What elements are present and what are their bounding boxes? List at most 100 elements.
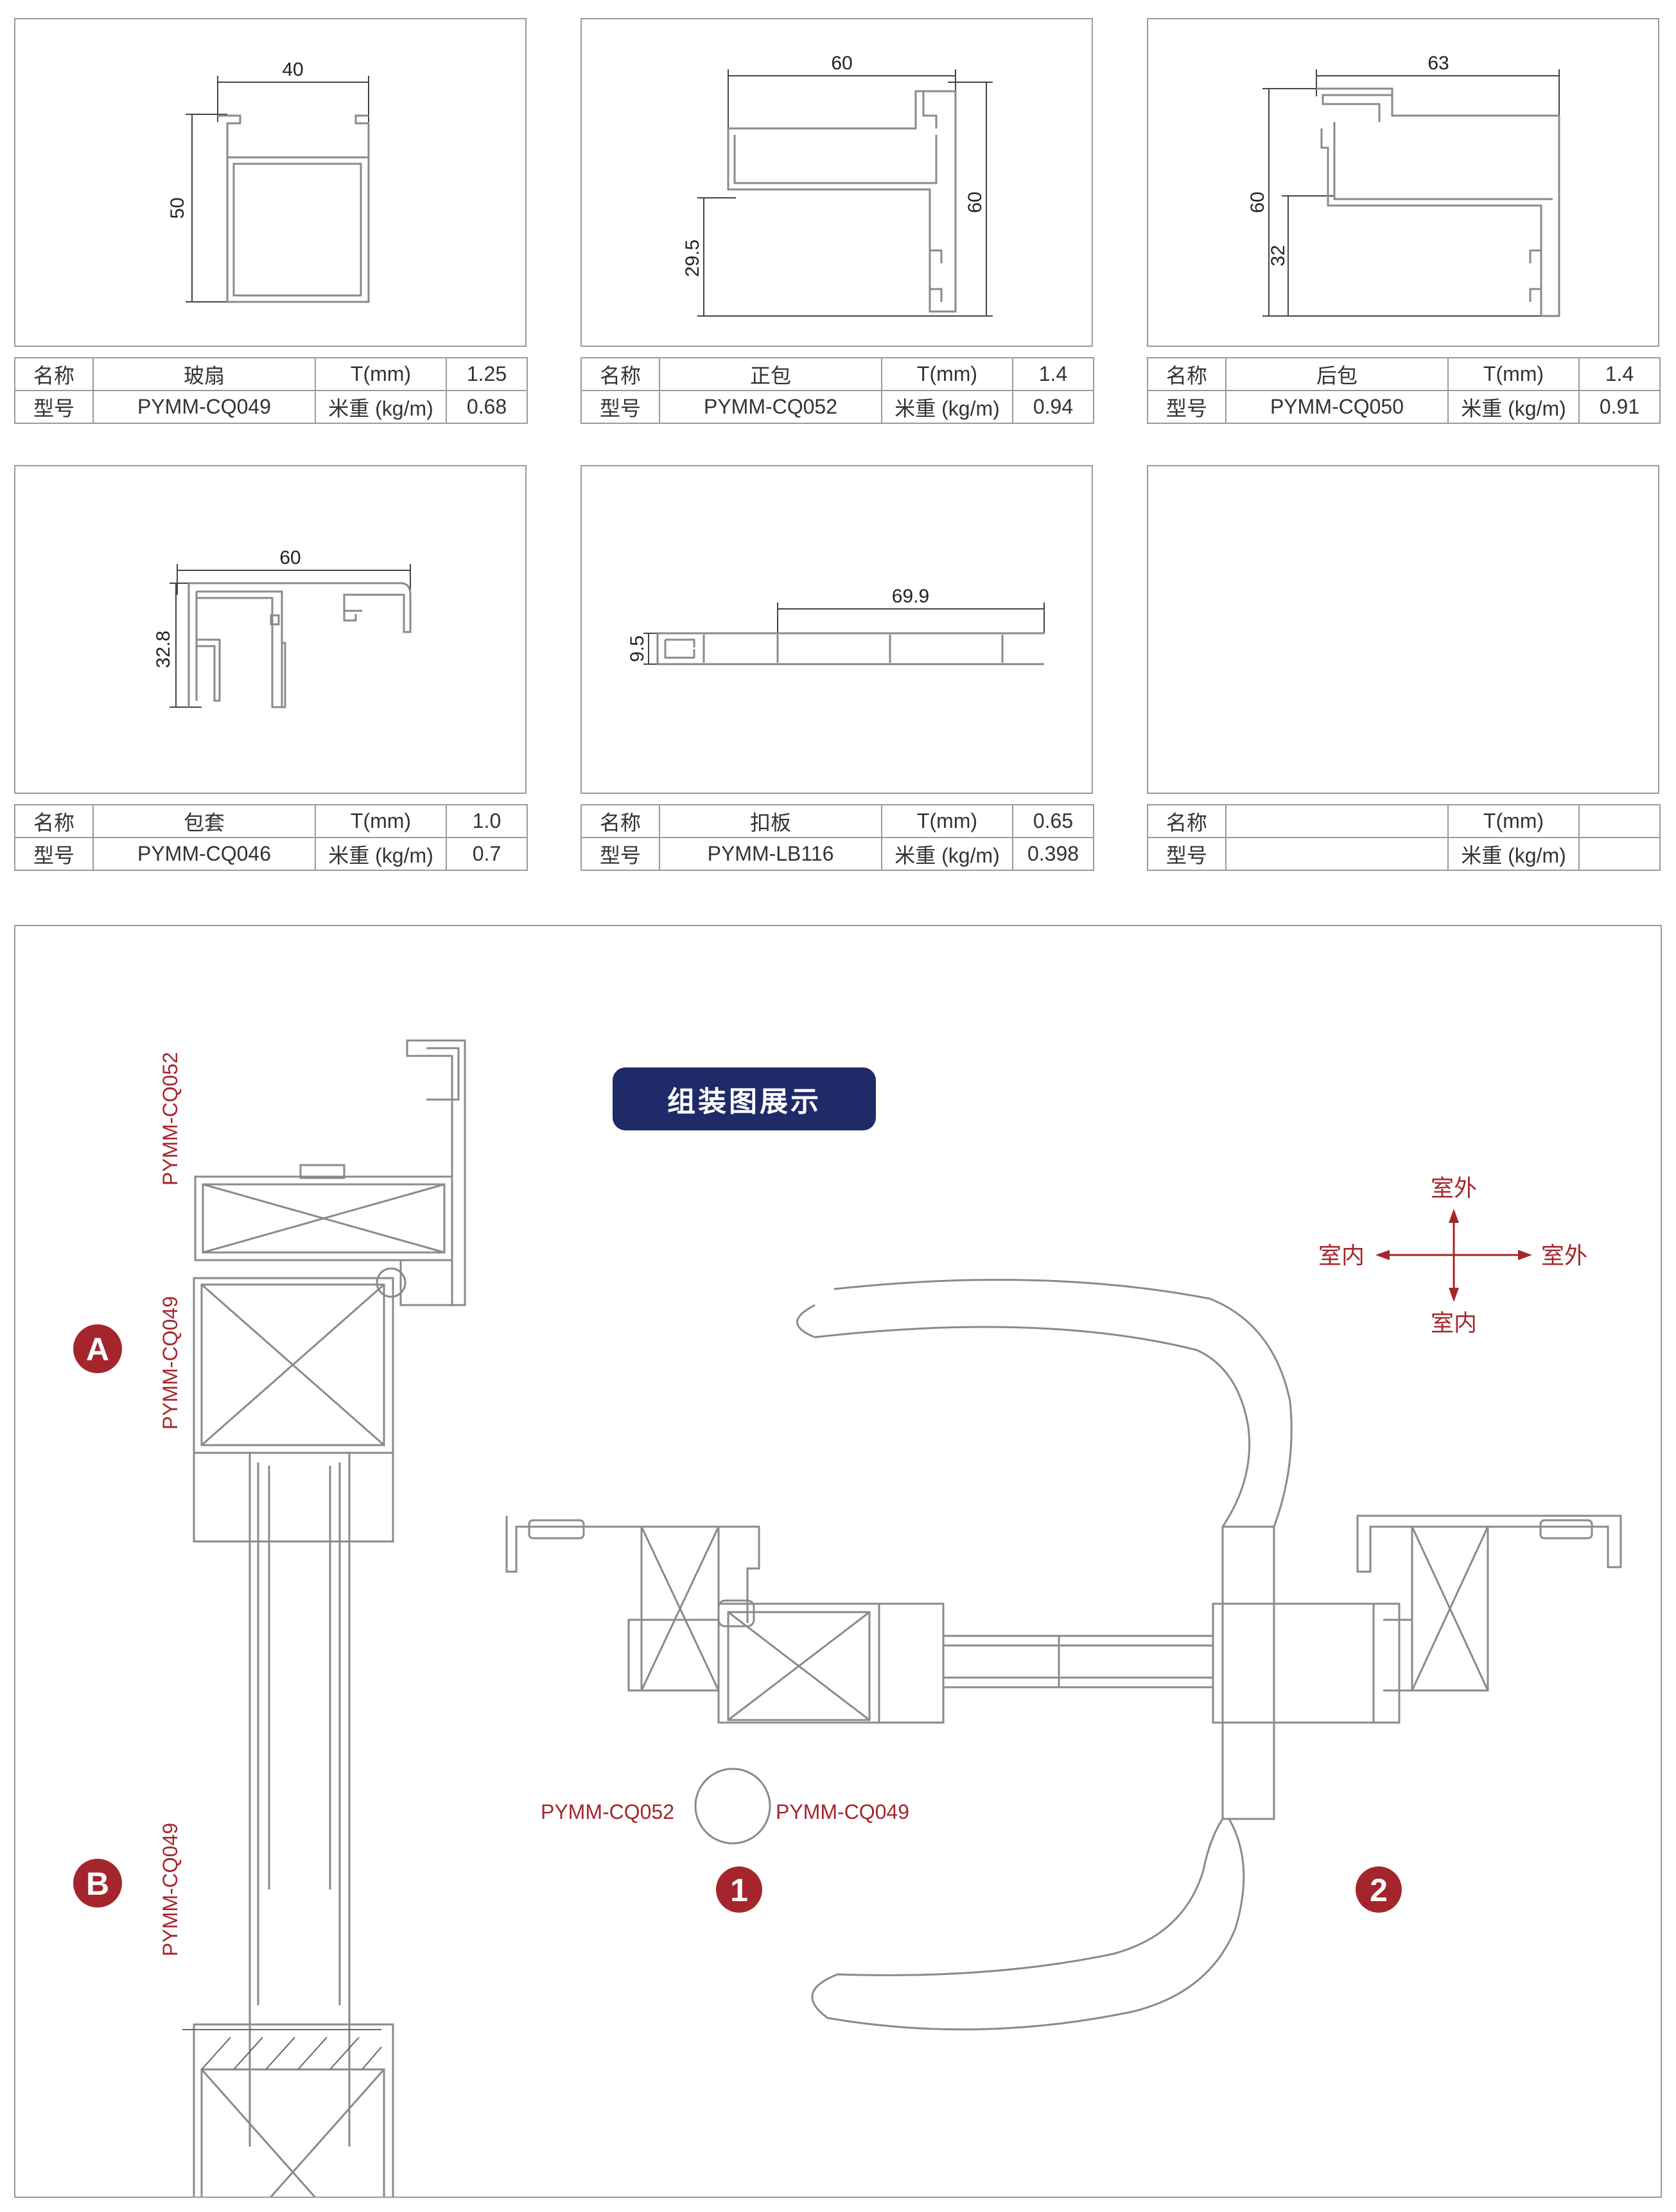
name-label: 名称 [580, 357, 660, 391]
weight-label: 米重 (kg/m) [1447, 837, 1580, 871]
model-label: 型号 [1147, 390, 1226, 424]
assembly-title: 组装图展示 [613, 1067, 876, 1130]
thickness-value: 0.65 [1012, 804, 1094, 838]
direction-right: 室外 [1541, 1243, 1587, 1269]
name-value: 后包 [1225, 357, 1449, 391]
model-value [1225, 837, 1449, 871]
horizontal-section [505, 1279, 1622, 2031]
thickness-value: 1.4 [1578, 357, 1661, 391]
profile-lb116-svg: 69.9 9.5 [627, 586, 1045, 665]
weight-label: 米重 (kg/m) [1447, 390, 1580, 424]
name-value: 玻扇 [92, 357, 316, 391]
profile-cq052-svg: 60 60 29.5 [682, 53, 993, 317]
name-value: 包套 [92, 804, 316, 838]
name-value: 扣板 [659, 804, 882, 838]
assembly-drawing-svg: PYMM-CQ052 PYMM-CQ049 PYMM-CQ049 PYMM-CQ… [73, 1039, 1622, 2197]
weight-value: 0.7 [446, 837, 528, 871]
badge-b-circle [73, 1859, 122, 1908]
profile-drawing-empty [1147, 465, 1659, 794]
dim-width: 60 [831, 53, 852, 74]
thickness-value [1578, 804, 1661, 838]
badge-1-circle [716, 1866, 762, 1913]
weight-label: 米重 (kg/m) [881, 837, 1013, 871]
profile-cq049-svg: 40 50 [167, 59, 370, 303]
weight-value: 0.94 [1012, 390, 1094, 424]
badge-a-label: A [86, 1331, 109, 1367]
arrow-right-icon [1518, 1250, 1532, 1260]
floor-hatch [182, 2029, 382, 2070]
model-value: PYMM-CQ046 [92, 837, 316, 871]
arrow-up-icon [1449, 1209, 1459, 1223]
name-label: 名称 [1147, 804, 1226, 838]
thickness-label: T(mm) [881, 357, 1013, 391]
name-value [1225, 804, 1449, 838]
section-label-cq049: PYMM-CQ049 [776, 1800, 909, 1823]
model-label: 型号 [580, 837, 660, 871]
thickness-label: T(mm) [315, 804, 447, 838]
weight-value: 0.91 [1578, 390, 1661, 424]
profile-drawing: 69.9 9.5 [580, 465, 1093, 794]
thickness-label: T(mm) [315, 357, 447, 391]
profile-cq046-svg: 60 32.8 [153, 547, 412, 708]
name-label: 名称 [14, 357, 94, 391]
dim-offset: 32 [1268, 245, 1289, 266]
model-value: PYMM-LB116 [659, 837, 882, 871]
dim-height: 60 [965, 191, 986, 213]
badge-2-circle [1356, 1866, 1402, 1913]
dim-offset: 29.5 [682, 240, 703, 277]
thickness-label: T(mm) [1447, 357, 1580, 391]
weight-value: 0.68 [446, 390, 528, 424]
weight-value [1578, 837, 1661, 871]
vertical-section [193, 1039, 466, 2197]
model-label: 型号 [580, 390, 660, 424]
direction-compass [1383, 1215, 1524, 1295]
assembly-panel: PYMM-CQ052 PYMM-CQ049 PYMM-CQ049 PYMM-CQ… [14, 925, 1662, 2198]
name-label: 名称 [14, 804, 94, 838]
vertical-label-cq049-b: PYMM-CQ049 [159, 1823, 182, 1956]
model-value: PYMM-CQ050 [1225, 390, 1449, 424]
badge-1-label: 1 [730, 1872, 748, 1908]
dim-width: 40 [282, 59, 303, 80]
weight-value: 0.398 [1012, 837, 1094, 871]
model-value: PYMM-CQ052 [659, 390, 882, 424]
dim-height: 50 [167, 197, 188, 218]
section-label-cq052: PYMM-CQ052 [541, 1800, 674, 1823]
badge-b-label: B [86, 1866, 109, 1902]
profile-drawing: 40 50 [14, 18, 527, 347]
arrow-down-icon [1449, 1288, 1459, 1302]
model-value: PYMM-CQ049 [92, 390, 316, 424]
thickness-label: T(mm) [1447, 804, 1580, 838]
dim-width: 60 [279, 547, 301, 568]
badge-2-label: 2 [1370, 1872, 1388, 1908]
name-label: 名称 [1147, 357, 1226, 391]
direction-up: 室外 [1431, 1175, 1477, 1202]
dim-width: 69.9 [892, 586, 929, 607]
thickness-value: 1.25 [446, 357, 528, 391]
profile-drawing: 60 32.8 [14, 465, 527, 794]
profile-drawing: 60 60 29.5 [580, 18, 1093, 347]
badge-a-circle [73, 1324, 122, 1373]
profile-cq050-svg: 63 60 32 [1247, 53, 1560, 317]
name-value: 正包 [659, 357, 882, 391]
vertical-label-cq049-a: PYMM-CQ049 [159, 1296, 182, 1430]
thickness-value: 1.0 [446, 804, 528, 838]
arrow-left-icon [1375, 1250, 1390, 1260]
model-label: 型号 [14, 390, 94, 424]
weight-label: 米重 (kg/m) [881, 390, 1013, 424]
dim-height: 60 [1247, 191, 1268, 213]
model-label: 型号 [14, 837, 94, 871]
vertical-label-cq052: PYMM-CQ052 [159, 1052, 182, 1186]
thickness-value: 1.4 [1012, 357, 1094, 391]
direction-left: 室内 [1318, 1243, 1365, 1269]
dim-height: 32.8 [153, 631, 174, 668]
dim-width: 63 [1427, 53, 1449, 74]
thickness-label: T(mm) [881, 804, 1013, 838]
direction-down: 室内 [1431, 1310, 1477, 1337]
weight-label: 米重 (kg/m) [315, 837, 447, 871]
